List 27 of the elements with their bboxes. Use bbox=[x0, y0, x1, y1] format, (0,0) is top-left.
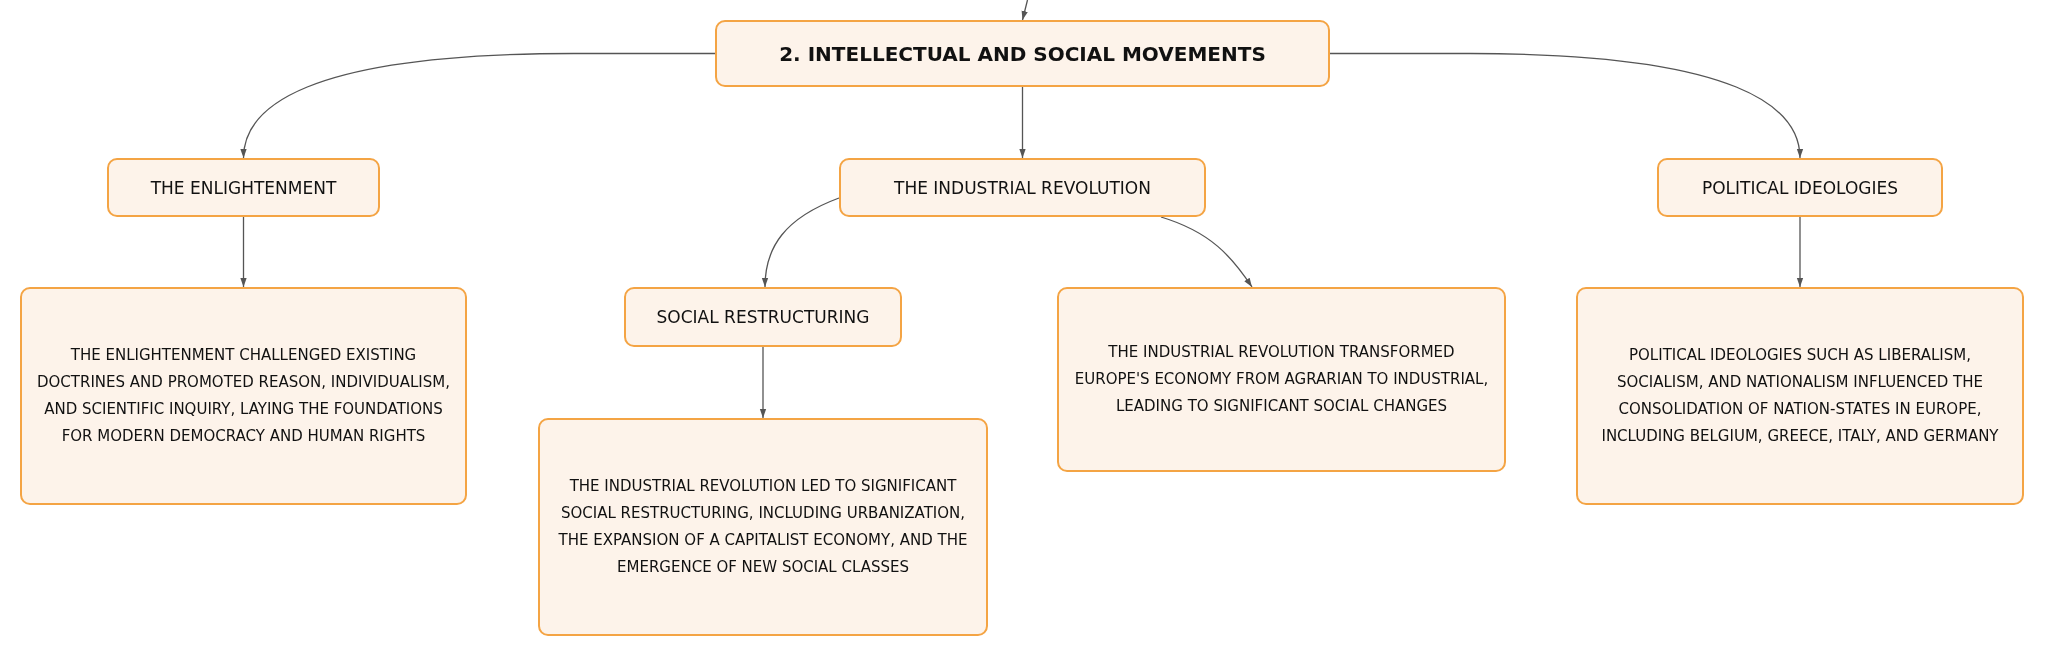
topic-label: THE ENLIGHTENMENT bbox=[150, 177, 337, 198]
description-text: THE INDUSTRIAL REVOLUTION TRANSFORMED EUROPE'S ECONOMY FROM AGRARIAN TO INDUSTRIAL, LEADING TO SIGNIFICANT SOCIAL CHANGES bbox=[1073, 342, 1490, 417]
topic-label: THE INDUSTRIAL REVOLUTION bbox=[894, 177, 1151, 198]
title-box bbox=[715, 20, 1330, 87]
connector-arrow bbox=[240, 216, 247, 288]
connector-arrow bbox=[241, 52, 716, 159]
connector-arrow bbox=[762, 197, 840, 288]
connector-arrow bbox=[1796, 216, 1804, 288]
connector-arrow bbox=[1019, 86, 1026, 159]
connector-arrow bbox=[759, 346, 767, 419]
topic-label: 2. INTELLECTUAL AND SOCIAL MOVEMENTS bbox=[779, 41, 1266, 66]
topic-label: POLITICAL IDEOLOGIES bbox=[1701, 177, 1899, 198]
connector-arrow bbox=[1021, 0, 1029, 21]
topic-box bbox=[107, 158, 380, 217]
topic-box bbox=[1657, 158, 1943, 217]
topic-box bbox=[624, 287, 902, 347]
topic-label: SOCIAL RESTRUCTURING bbox=[656, 307, 870, 327]
topic-box bbox=[839, 158, 1206, 217]
description-box bbox=[20, 287, 467, 505]
description-box bbox=[1057, 287, 1506, 472]
connector-arrow bbox=[1329, 52, 1803, 159]
description-box bbox=[1576, 287, 2024, 505]
description-text: THE INDUSTRIAL REVOLUTION LED TO SIGNIFICANT SOCIAL RESTRUCTURING, INCLUDING URBANIZATION, THE EXPANSION OF A CAPITALIST ECONOMY, AND THE EMERGENCE OF NEW SOCIAL CLASSES bbox=[557, 476, 969, 578]
description-text: THE ENLIGHTENMENT CHALLENGED EXISTING DOCTRINES AND PROMOTED REASON, INDIVIDUALISM, AND SCIENTIFIC INQUIRY, LAYING THE FOUNDATIONS FOR MODERN DEMOCRACY AND HUMAN RIGHTS bbox=[36, 345, 451, 447]
description-box bbox=[538, 418, 988, 636]
connector-arrow bbox=[1160, 216, 1253, 288]
description-text: POLITICAL IDEOLOGIES SUCH AS LIBERALISM, SOCIALISM, AND NATIONALISM INFLUENCED THE CONSOLIDATION OF NATION-STATES IN EUROPE, INCLUDING BELGIUM, GREECE, ITALY, AND GERMANY bbox=[1600, 345, 2000, 447]
